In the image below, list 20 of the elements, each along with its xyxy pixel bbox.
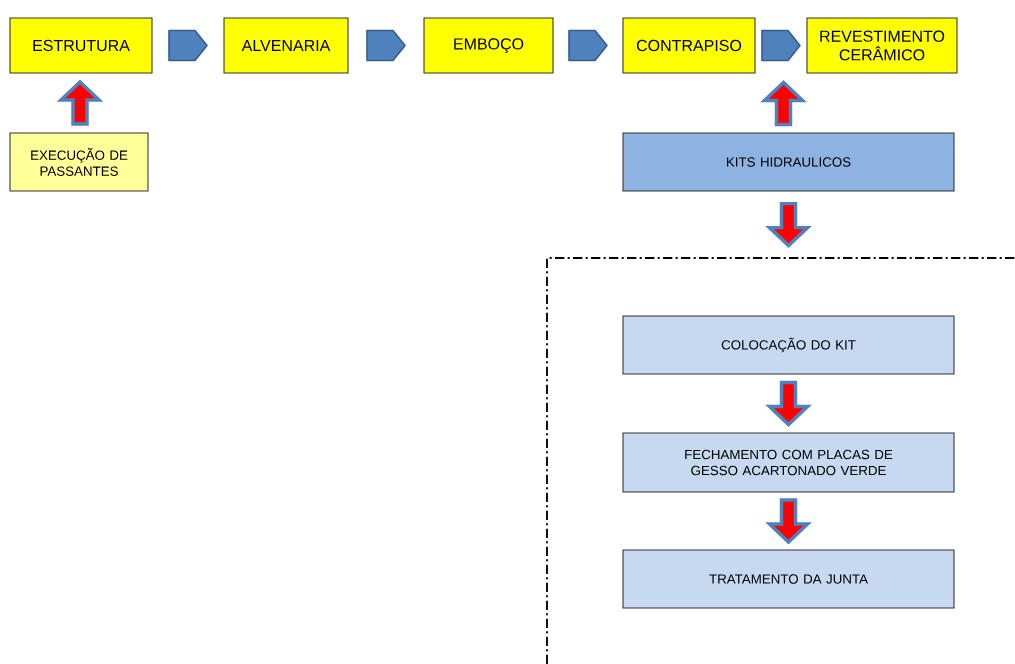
process-box: FECHAMENTO COM PLACAS DE GESSO ACARTONADO VERDE: [622, 432, 955, 493]
process-box: ESTRUTURA: [9, 17, 153, 74]
chevron-arrow: [761, 29, 801, 62]
block-arrow: [765, 380, 812, 427]
process-box: KITS HIDRAULICOS: [622, 132, 955, 192]
process-box: ALVENARIA: [223, 17, 349, 74]
chevron-arrow: [568, 29, 608, 62]
process-box: REVESTIMENTO CERÂMICO: [806, 17, 958, 74]
chevron-arrow: [366, 29, 406, 62]
block-arrow: [765, 498, 812, 545]
chevron-arrow: [168, 29, 208, 62]
process-box: EMBOÇO: [423, 17, 554, 74]
block-arrow: [56, 79, 104, 126]
block-arrow: [765, 201, 812, 248]
process-box: EXECUÇÃO DE PASSANTES: [9, 132, 149, 192]
process-box: CONTRAPISO: [622, 17, 756, 74]
process-box: COLOCAÇÃO DO KIT: [622, 315, 955, 375]
dash-dot-frame: [546, 257, 1015, 664]
block-arrow: [760, 80, 807, 127]
process-box: TRATAMENTO DA JUNTA: [622, 549, 955, 609]
